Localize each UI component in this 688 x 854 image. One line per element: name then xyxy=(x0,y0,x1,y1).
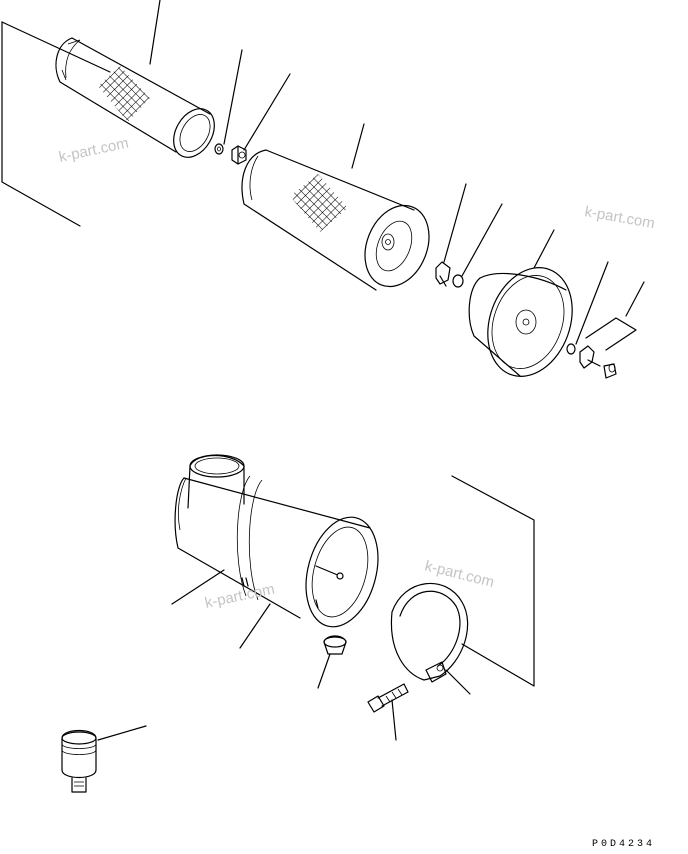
top-group-bracket xyxy=(1,21,111,227)
air-cleaner-body xyxy=(174,454,379,628)
evacuator-valve xyxy=(323,635,347,655)
filter-cover xyxy=(468,267,573,377)
washer-right xyxy=(566,343,576,355)
watermark-2: k-part.com xyxy=(583,203,656,232)
watermark-3: k-part.com xyxy=(203,581,276,612)
band-clamp xyxy=(390,582,469,683)
o-ring-middle xyxy=(452,274,464,288)
watermark-4: k-part.com xyxy=(423,557,496,591)
leader-lines-bottom xyxy=(97,569,471,741)
bracket-box-right xyxy=(585,317,637,351)
watermark-1: k-part.com xyxy=(57,135,130,166)
wing-bolt-middle xyxy=(435,261,451,287)
leader-lines-top xyxy=(149,0,645,345)
bottom-group-bracket xyxy=(451,475,535,687)
wing-screw-right xyxy=(579,345,601,369)
clamp-bolt xyxy=(367,683,409,713)
wing-nut xyxy=(231,145,247,165)
inner-filter-element xyxy=(241,149,430,291)
dust-indicator xyxy=(61,729,97,793)
drawing-code: P0D4234 xyxy=(592,839,655,850)
washer-small xyxy=(214,143,224,155)
cap-nut-right xyxy=(603,363,617,379)
